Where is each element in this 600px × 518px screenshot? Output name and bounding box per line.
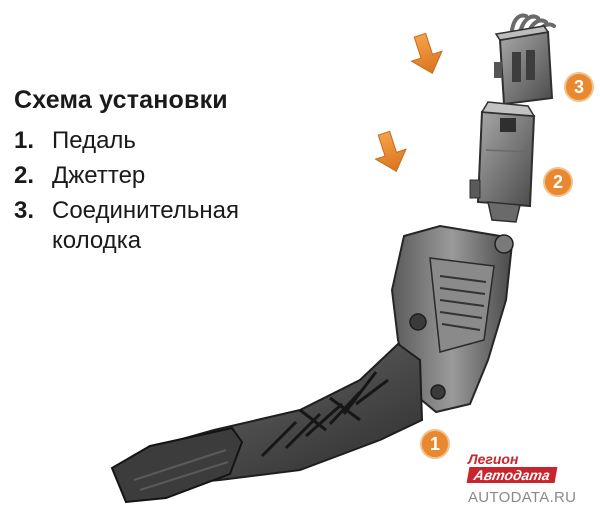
legend-item-label: Педаль [52, 127, 136, 154]
legend-item-label: Соединительная [52, 197, 239, 224]
legend-title: Схема установки [14, 86, 228, 114]
marker-1: 1 [420, 429, 450, 459]
legend-item-label-continued: колодка [52, 227, 142, 254]
watermark-brand-bottom: Автодата [466, 467, 558, 483]
legend-item-number: 2. [14, 162, 35, 189]
down-arrow-upper [410, 32, 443, 75]
marker-3: 3 [564, 72, 594, 102]
watermark-logo: Легион Автодата AUTODATA.RU [466, 451, 596, 507]
legend-item-connector: 3. Соединительная колодка [14, 196, 314, 256]
legend-item-label: Джеттер [52, 162, 146, 189]
watermark-url: AUTODATA.RU [468, 489, 577, 506]
legend-item-jetter: 2. Джеттер [14, 161, 314, 191]
legend-item-number: 3. [14, 197, 35, 224]
down-arrow-lower [374, 130, 407, 173]
accelerator-pedal [110, 224, 514, 504]
connector-plug [494, 13, 556, 106]
legend-item-pedal: 1. Педаль [14, 126, 314, 156]
jetter-module [469, 101, 536, 223]
watermark-brand-top: Легион [468, 451, 519, 467]
marker-2: 2 [543, 167, 573, 197]
legend-item-number: 1. [14, 127, 35, 154]
installation-legend: Схема установки 1. Педаль 2. Джеттер 3. … [14, 84, 314, 261]
